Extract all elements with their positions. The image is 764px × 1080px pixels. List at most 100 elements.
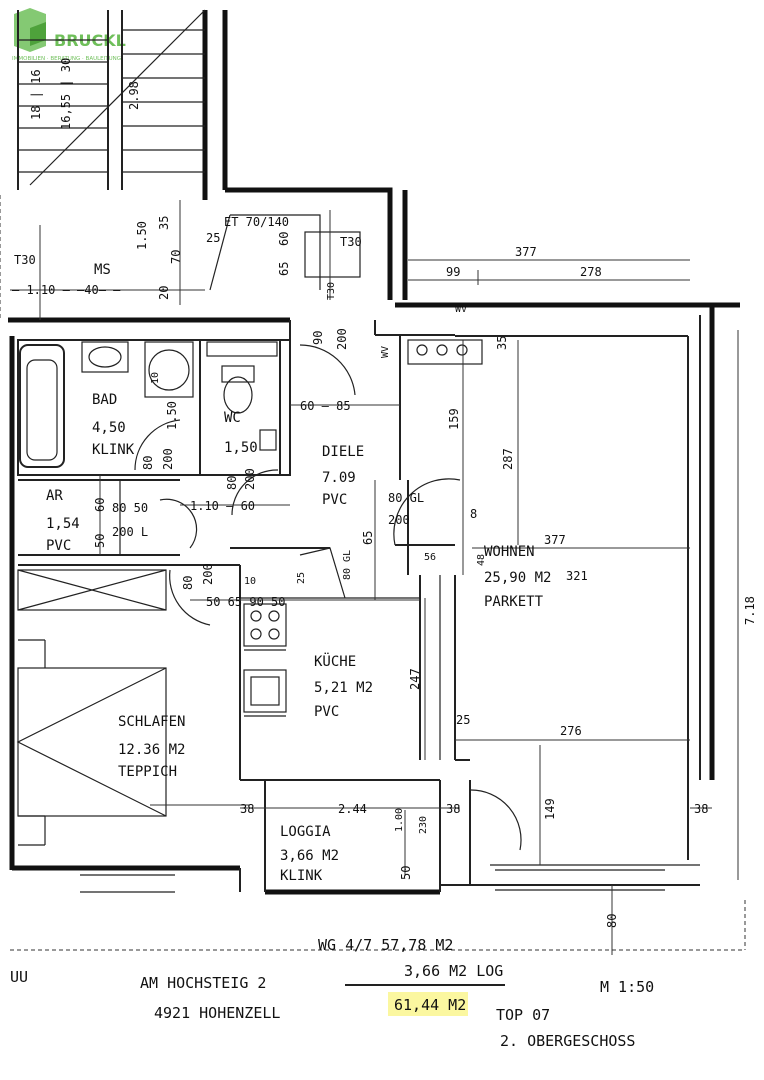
room-schlafen-area: 12.36 M2 <box>118 742 185 758</box>
dim-278: 278 <box>580 265 602 279</box>
t30-mid: T30 <box>326 282 337 300</box>
dim-200-schlafen: 200 <box>201 563 215 585</box>
title-block: WG 4/7 57,78 M2 3,66 M2 LOG 61,44 M2 AM … <box>10 936 654 1050</box>
room-bad-floor: KLINK <box>92 442 135 458</box>
room-diele-floor: PVC <box>322 492 347 508</box>
room-ar-area: 1,54 <box>46 516 80 532</box>
room-bad-area: 4,50 <box>92 420 126 436</box>
dim-80-bad: 80 <box>141 456 155 470</box>
dim-110-60: 1.10 — 60 <box>190 499 255 513</box>
dim-80gl-kueche: 80 GL <box>342 550 353 580</box>
et-label: ET 70/140 <box>224 215 289 229</box>
walls <box>8 187 740 895</box>
room-wc-name: WC <box>224 410 241 426</box>
dim-200-bad: 200 <box>161 448 175 470</box>
floor-level-label: 2. OBERGESCHOSS <box>500 1032 635 1050</box>
dim-65: 65 <box>361 531 375 545</box>
stove-icon <box>407 339 483 365</box>
dim-276: 276 <box>560 724 582 738</box>
scale-label: M 1:50 <box>600 978 654 996</box>
washbasin-icon <box>81 341 129 373</box>
dim-80gl-diele: 80 GL <box>388 491 424 505</box>
dim-149: 149 <box>543 798 557 820</box>
room-ar-floor: PVC <box>46 538 71 554</box>
dim-99: 99 <box>446 265 460 279</box>
fixtures <box>16 339 483 846</box>
dim-48: 48 <box>476 554 487 566</box>
dim-25-kueche: 25 <box>296 572 307 584</box>
dim-200-diele: 200 <box>388 513 410 527</box>
room-bad-name: BAD <box>92 392 117 408</box>
dim-50-loggia: 50 <box>399 866 413 880</box>
wv-side: WV <box>380 346 391 358</box>
dim-200l: 200 L <box>112 525 148 539</box>
dim-38-left: 38 <box>240 802 254 816</box>
address-street: AM HOCHSTEIG 2 <box>140 974 266 992</box>
room-wohnen-area: 25,90 M2 <box>484 570 551 586</box>
t30-right: T30 <box>340 235 362 249</box>
dim-80-wc: 80 <box>225 476 239 490</box>
room-diele-area: 7.09 <box>322 470 356 486</box>
dim-38-mid: 38 <box>446 802 460 816</box>
dim-377-top: 377 <box>515 245 537 259</box>
dim-25-et: 25 <box>206 231 220 245</box>
dim-8: 8 <box>470 507 477 521</box>
kitchen-sink-icon <box>243 669 287 713</box>
wv-top: WV <box>455 304 467 315</box>
dim-50-65-90-50: 50 65 90 50 <box>206 595 285 609</box>
room-schlafen-name: SCHLAFEN <box>118 714 185 730</box>
area-highlight <box>388 992 468 1016</box>
dim-60-85: 60 — 85 <box>300 399 351 413</box>
dim-38-right: 38 <box>694 802 708 816</box>
summary-sum: 61,44 M2 <box>394 996 466 1014</box>
dim-244: 2.44 <box>338 802 367 816</box>
kitchen-stove-icon <box>243 603 287 647</box>
room-labels: BAD 4,50 KLINK WC 1,50 DIELE 7.09 PVC AR… <box>46 262 551 884</box>
dim-321: 321 <box>566 569 588 583</box>
dim-35-ms: 35 <box>157 216 171 230</box>
dim-377-mid: 377 <box>544 533 566 547</box>
dim-10-b: 10 <box>244 576 256 587</box>
dim-230: 230 <box>418 816 429 834</box>
dim-56: 56 <box>424 552 436 563</box>
stairwell: 18 | 16 16,55 | 30 2.98 <box>17 9 228 200</box>
dim-80-bottom: 80 <box>605 914 619 928</box>
wc-basin-icon <box>259 429 277 451</box>
t30-left: T30 <box>14 253 36 267</box>
dim-718: 7.18 <box>743 596 757 625</box>
dim-20-ms: 20 <box>157 286 171 300</box>
room-kueche-floor: PVC <box>314 704 339 720</box>
dim-159: 159 <box>447 408 461 430</box>
bathtub-icon <box>19 344 65 468</box>
dim-65-et: 65 <box>277 262 291 276</box>
room-loggia-floor: KLINK <box>280 868 323 884</box>
summary-loggia: 3,66 M2 LOG <box>404 962 503 980</box>
stairs-label-a: 18 | 16 <box>29 69 43 120</box>
dim-200-wc: 200 <box>243 468 257 490</box>
room-ar-name: AR <box>46 488 63 504</box>
dim-247: 247 <box>408 668 422 690</box>
room-loggia-area: 3,66 M2 <box>280 848 339 864</box>
dimension-labels: 377 99 278 377 321 276 287 159 247 149 7… <box>12 215 757 928</box>
washing-machine-icon <box>144 341 194 398</box>
dimension-lines <box>0 195 746 955</box>
dim-200-door: 200 <box>335 328 349 350</box>
room-diele-name: DIELE <box>322 444 364 460</box>
doors <box>134 214 522 851</box>
dim-150-bad: 1.50 <box>165 401 179 430</box>
dim-150-ms: 1.50 <box>135 221 149 250</box>
stairs-dimension: 2.98 <box>127 81 141 110</box>
dim-80-50: 80 50 <box>112 501 148 515</box>
room-kueche-name: KÜCHE <box>314 652 356 670</box>
dim-10-a: 10 <box>150 372 161 384</box>
room-schlafen-floor: TEPPICH <box>118 764 177 780</box>
dim-50-ar: 50 <box>93 534 107 548</box>
room-kueche-area: 5,21 M2 <box>314 680 373 696</box>
dim-287: 287 <box>501 448 515 470</box>
room-ms-name: MS <box>94 262 111 278</box>
dim-70-ms: 70 <box>169 250 183 264</box>
wardrobe-icon <box>17 569 167 611</box>
corner-mark: UU <box>10 968 28 986</box>
room-wohnen-floor: PARKETT <box>484 594 544 610</box>
